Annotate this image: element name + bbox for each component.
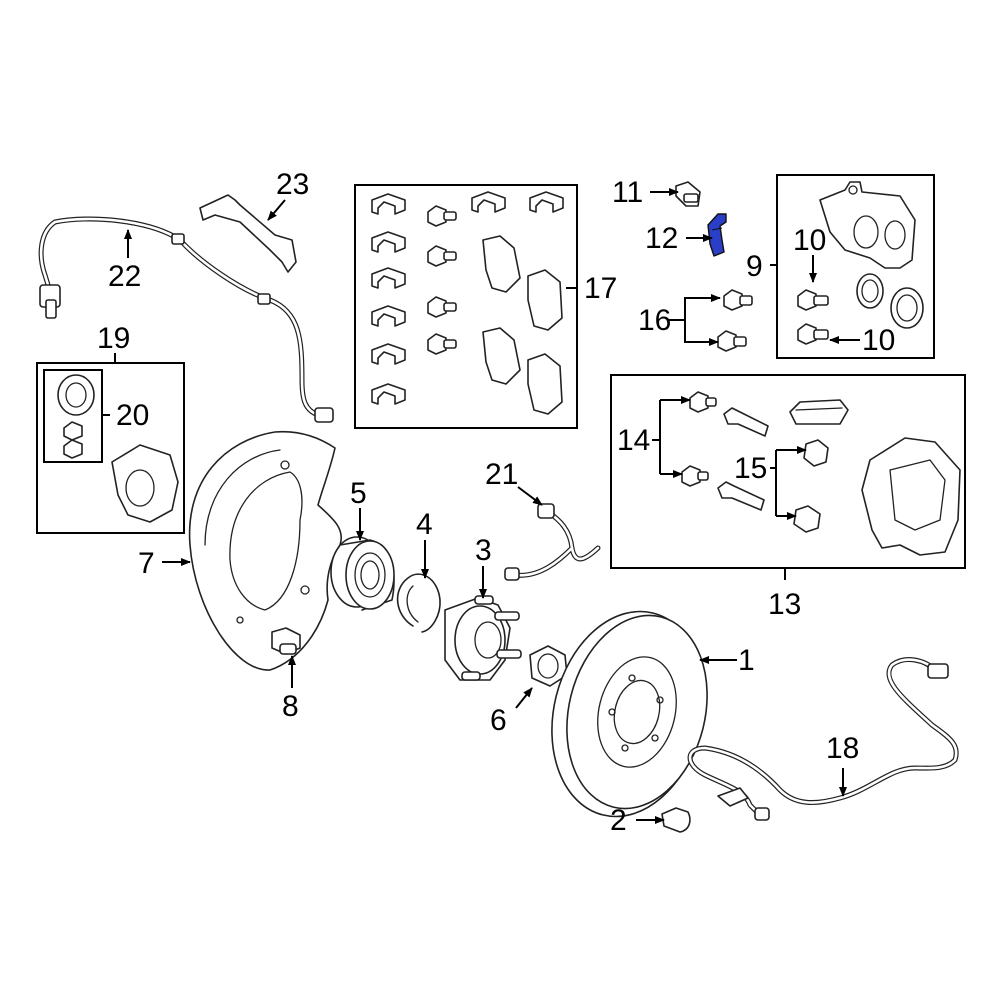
rotor-screw[interactable]: [661, 807, 691, 833]
callout-9[interactable]: 9: [746, 250, 763, 283]
guide-pins[interactable]: [717, 407, 769, 511]
sensor-harness[interactable]: [687, 657, 959, 821]
callout-1[interactable]: 1: [738, 644, 755, 677]
anti-rattle-clip[interactable]: [789, 399, 849, 425]
callout-13[interactable]: 13: [768, 588, 801, 621]
callout-23[interactable]: 23: [276, 168, 309, 201]
callout-4[interactable]: 4: [416, 508, 433, 541]
callout-2[interactable]: 2: [610, 804, 627, 837]
callout-20[interactable]: 20: [116, 399, 149, 432]
callout-21[interactable]: 21: [485, 458, 518, 491]
caliper-housing[interactable]: [819, 181, 916, 269]
wheel-bearing[interactable]: [330, 536, 395, 611]
piston-seal[interactable]: [57, 374, 95, 416]
parking-brake-motor[interactable]: [111, 444, 179, 523]
callout-12[interactable]: 12: [645, 222, 678, 255]
callout-3[interactable]: 3: [475, 534, 492, 567]
callout-19[interactable]: 19: [97, 322, 130, 355]
guide-pin-bolt[interactable]: [427, 205, 457, 355]
wire-bracket[interactable]: [199, 194, 297, 273]
pin-boots[interactable]: [793, 439, 829, 533]
callout-11[interactable]: 11: [612, 176, 643, 209]
wheel-hub[interactable]: [444, 595, 522, 681]
pad-hardware-kit-box: [354, 184, 578, 429]
caliper-repair-kit-box: [36, 362, 185, 534]
callout-16[interactable]: 16: [638, 304, 671, 337]
leader-lines: [102, 188, 860, 824]
callout-10-upper[interactable]: 10: [793, 224, 826, 257]
brake-pads[interactable]: [482, 235, 563, 415]
snap-ring[interactable]: [396, 573, 441, 633]
bracket-bolts[interactable]: [681, 391, 717, 487]
caliper-mount-bolts[interactable]: [797, 289, 829, 345]
dust-shield[interactable]: [188, 430, 342, 671]
kit-bolts[interactable]: [63, 421, 83, 459]
callout-8[interactable]: 8: [282, 690, 299, 723]
highlighted-part-12[interactable]: [707, 213, 727, 257]
caliper-bolts[interactable]: [717, 289, 753, 352]
caliper-assembly-box: [776, 174, 935, 359]
callout-14[interactable]: 14: [617, 424, 650, 457]
callout-22[interactable]: 22: [108, 260, 141, 293]
abs-sensor-wire-upper[interactable]: [38, 216, 334, 423]
callout-labels: 1 2 3 4 5 6 7 8 9 10 10 11 12 13 14 15 1…: [97, 168, 895, 837]
callout-18[interactable]: 18: [826, 732, 859, 765]
shield-bolt[interactable]: [271, 627, 301, 655]
wheel-speed-sensor[interactable]: [504, 503, 601, 581]
callout-10-lower[interactable]: 10: [862, 324, 895, 357]
caliper-seals[interactable]: [856, 273, 924, 329]
callout-6[interactable]: 6: [490, 704, 507, 737]
caliper-bracket[interactable]: [861, 437, 961, 556]
pad-clip[interactable]: [371, 191, 564, 405]
brake-rotor[interactable]: [531, 595, 727, 833]
callout-5[interactable]: 5: [350, 477, 367, 510]
callout-17[interactable]: 17: [584, 272, 617, 305]
bleeder-screw[interactable]: [675, 181, 701, 207]
callout-7[interactable]: 7: [138, 547, 155, 580]
callout-15[interactable]: 15: [734, 452, 767, 485]
caliper-bracket-box: [610, 374, 966, 569]
